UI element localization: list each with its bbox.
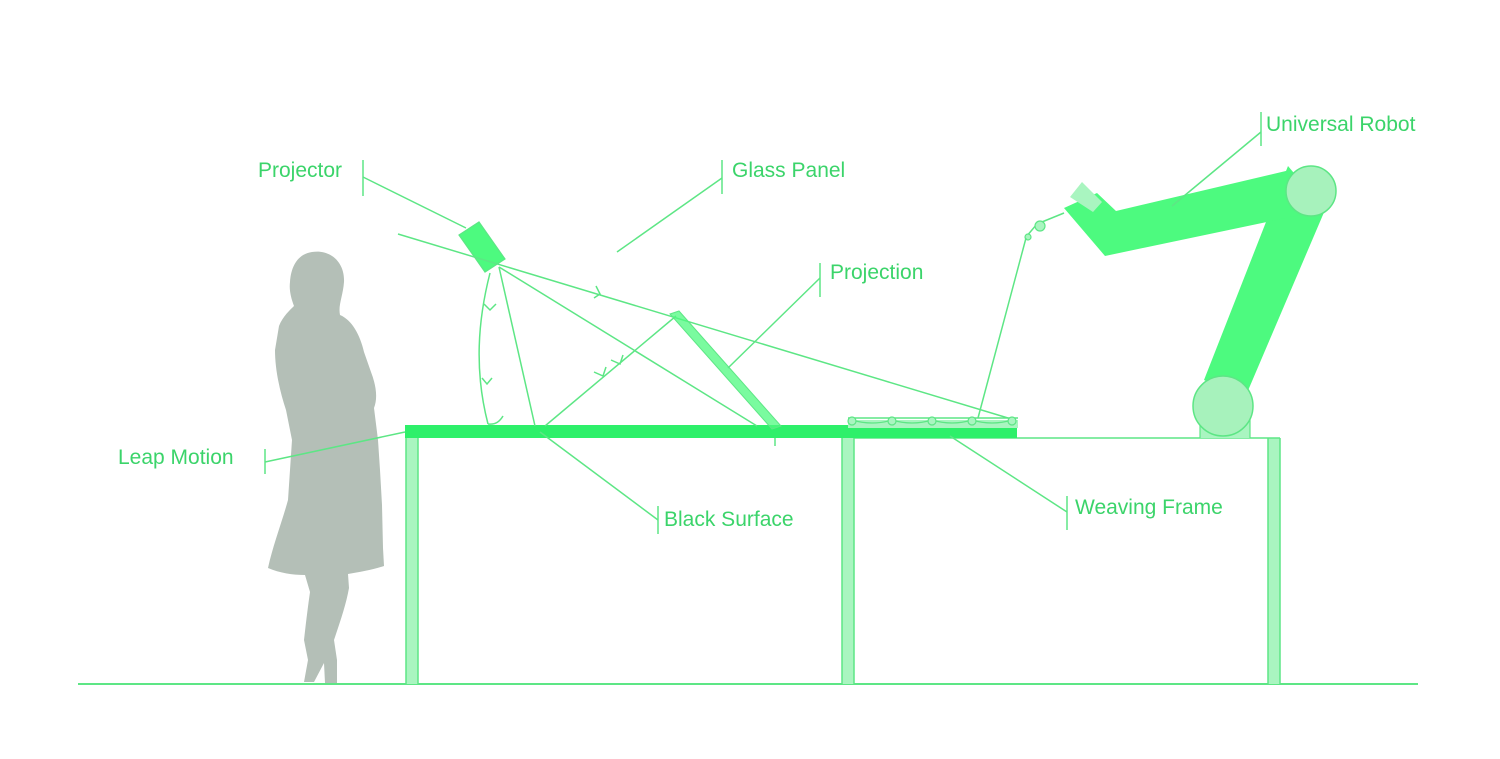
label-weaving-frame: Weaving Frame — [1075, 496, 1223, 519]
black-surface-bar — [405, 425, 1017, 438]
leader-weaving-frame — [949, 435, 1068, 530]
person-silhouette — [268, 251, 384, 683]
weaving-frame — [847, 416, 1018, 428]
label-black-surface: Black Surface — [664, 508, 794, 531]
label-projection: Projection — [830, 261, 923, 284]
label-leap-motion: Leap Motion — [118, 446, 234, 469]
leader-leap-motion — [264, 431, 406, 474]
robot-joint-top — [1285, 165, 1337, 217]
label-projector: Projector — [258, 159, 342, 182]
universal-robot — [977, 165, 1337, 438]
table-left — [405, 436, 855, 684]
table-right — [854, 437, 1281, 684]
label-glass-panel: Glass Panel — [732, 159, 845, 182]
robot-forearm — [1064, 170, 1300, 256]
robot-upper-arm — [1204, 166, 1325, 400]
projection-rays — [397, 233, 1009, 427]
table-left-leg-a — [406, 436, 418, 684]
leader-black-surface — [539, 431, 659, 534]
robot-joint-base — [1192, 375, 1254, 437]
glass-panel — [669, 310, 782, 430]
leader-projector — [362, 160, 467, 229]
robot-filament — [977, 237, 1027, 419]
projector-device — [458, 221, 506, 273]
label-universal-robot: Universal Robot — [1266, 113, 1416, 136]
leader-universal-robot — [1171, 112, 1262, 207]
leader-projection — [727, 263, 821, 369]
table-left-leg-b — [842, 436, 854, 684]
leader-glass-panel — [616, 160, 723, 253]
